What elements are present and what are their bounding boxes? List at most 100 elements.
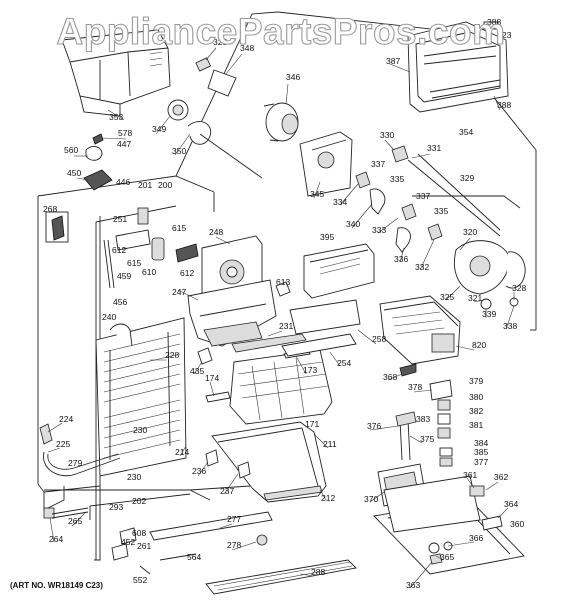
part-callout-336: 336 [394,254,408,264]
ice-bucket-353 [61,29,171,117]
part-callout-173: 173 [303,365,317,375]
fan-shroud-247 [187,235,291,347]
part-callout-388: 388 [497,100,511,110]
part-callout-236: 236 [192,466,206,476]
part-callout-370: 370 [364,494,378,504]
part-callout-349: 349 [152,124,166,134]
drain-hose-224 [39,423,121,477]
part-callout-435: 435 [190,366,204,376]
part-callout-278: 278 [227,540,241,550]
part-callout-353: 353 [109,112,123,122]
part-callout-288: 288 [311,567,325,577]
part-callout-450: 450 [67,168,81,178]
part-callout-368: 368 [383,372,397,382]
part-callout-395: 395 [320,232,334,242]
part-callout-560: 560 [64,145,78,155]
part-callout-380: 380 [469,392,483,402]
part-callout-265: 265 [68,516,82,526]
part-callout-332: 332 [415,262,429,272]
part-callout-382: 382 [469,406,483,416]
part-callout-452: 452 [121,537,135,547]
part-callout-578: 578 [118,128,132,138]
part-callout-264: 264 [49,534,63,544]
part-callout-365: 365 [440,552,454,562]
part-callout-447: 447 [117,139,131,149]
cover-panel-395 [303,243,375,299]
part-callout-237: 237 [220,486,234,496]
part-callout-258: 258 [372,334,386,344]
part-callout-214: 214 [175,447,189,457]
part-callout-333: 333 [372,225,386,235]
part-callout-231: 231 [279,321,293,331]
part-callout-612: 612 [112,245,126,255]
part-callout-346: 346 [286,72,300,82]
part-callout-388: 388 [487,17,501,27]
part-callout-325: 325 [213,37,227,47]
leader-lines [47,47,515,589]
crisper-basket-171 [197,299,361,425]
part-callout-330: 330 [380,130,394,140]
bracket-345 [299,131,353,197]
part-callout-366: 366 [469,533,483,543]
part-callout-384: 384 [474,438,488,448]
part-callout-331: 331 [427,143,441,153]
part-callout-354: 354 [459,127,473,137]
part-callout-251: 251 [113,214,127,224]
part-callout-325: 325 [440,292,454,302]
part-callout-320: 320 [463,227,477,237]
part-callout-350: 350 [172,146,186,156]
pan-211 [205,421,327,503]
part-callout-224: 224 [59,414,73,424]
part-callout-361: 361 [463,470,477,480]
part-callout-337: 337 [416,191,430,201]
art-number: (ART NO. WR18149 C23) [10,581,103,590]
part-callout-613: 613 [276,277,290,287]
linkage-parts [355,145,521,253]
part-callout-610: 610 [142,267,156,277]
part-callout-612: 612 [180,268,194,278]
compressor-base-360 [373,463,525,575]
part-callout-268: 268 [43,204,57,214]
part-callout-335: 335 [434,206,448,216]
watermark: AppliancePartsPros.com [57,11,506,52]
part-callout-340: 340 [346,219,360,229]
part-callout-364: 364 [504,499,518,509]
part-callout-334: 334 [333,197,347,207]
part-callout-174: 174 [205,373,219,383]
part-callout-375: 375 [420,434,434,444]
part-callout-385: 385 [474,447,488,457]
part-callout-230: 230 [133,425,147,435]
part-callout-383: 383 [416,414,430,424]
front-grille-288 [43,507,357,595]
part-callout-348: 348 [240,43,254,53]
part-callout-459: 459 [117,271,131,281]
part-callout-360: 360 [510,519,524,529]
part-callout-171: 171 [305,419,319,429]
part-callout-293: 293 [109,502,123,512]
part-callout-552: 552 [133,575,147,585]
part-callout-328: 328 [512,283,526,293]
part-callout-376: 376 [367,421,381,431]
part-callout-201: 201 [138,180,152,190]
part-callout-456: 456 [113,297,127,307]
dispenser-door-387 [407,21,509,113]
part-callout-387: 387 [386,56,400,66]
part-callout-248: 248 [209,227,223,237]
part-callout-23: 23 [502,30,512,40]
part-callout-345: 345 [310,189,324,199]
part-callout-338: 338 [503,321,517,331]
valve-assembly [395,363,453,467]
upper-small-parts [83,57,299,191]
part-callout-321: 321 [468,293,482,303]
part-callout-378: 378 [408,382,422,392]
part-callout-254: 254 [337,358,351,368]
part-callout-200: 200 [158,180,172,190]
part-callout-362: 362 [494,472,508,482]
part-callout-339: 339 [482,309,496,319]
ice-maker-820 [379,295,461,365]
part-callout-564: 564 [187,552,201,562]
part-callout-377: 377 [474,457,488,467]
part-callout-363: 363 [406,580,420,590]
